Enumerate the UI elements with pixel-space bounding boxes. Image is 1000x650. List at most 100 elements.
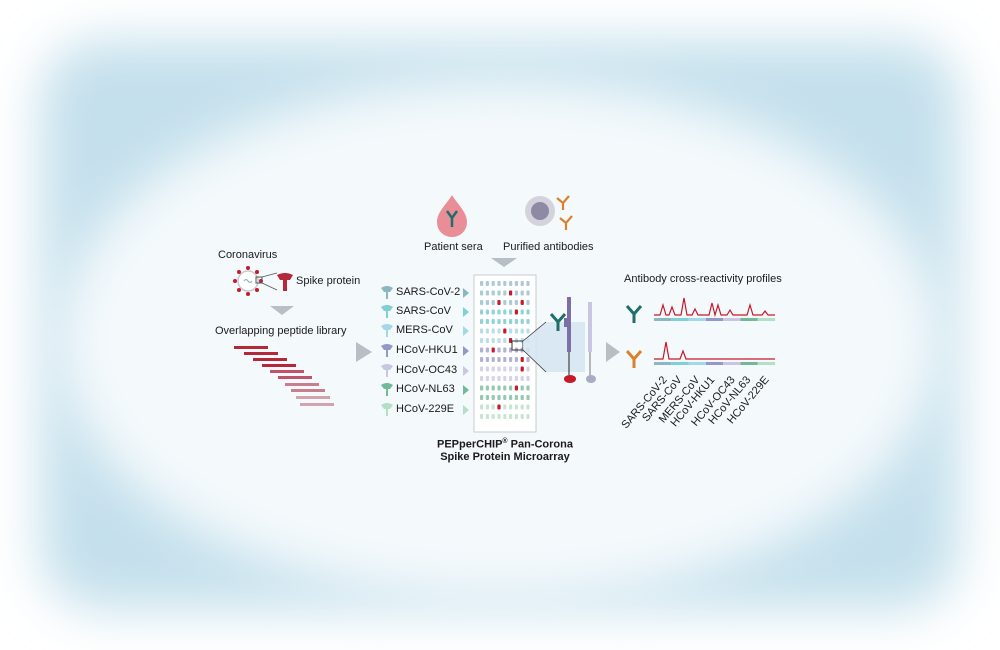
microarray-spot	[503, 404, 507, 410]
microarray-spot	[497, 366, 501, 372]
microarray-spot	[497, 309, 501, 315]
microarray-spot	[514, 281, 518, 286]
microarray-spot	[497, 338, 501, 343]
strain-label: MERS-CoV	[396, 324, 453, 336]
microarray-spot	[509, 385, 513, 391]
microarray-spot	[491, 300, 495, 305]
microarray-spot	[480, 404, 484, 410]
microarray-subtitle: Spike Protein Microarray	[440, 450, 570, 463]
spike-icon	[381, 324, 393, 337]
arrow-down-icon	[491, 258, 517, 267]
microarray-title-suffix: Pan-Corona	[507, 438, 573, 451]
patient-sera-label: Patient sera	[424, 241, 483, 253]
antibody-icon	[549, 313, 567, 331]
arrow-right-icon	[606, 342, 620, 362]
strain-arrow-icon	[463, 288, 469, 298]
microarray-spot	[503, 366, 507, 372]
strain-band	[654, 362, 672, 365]
microarray-spot	[480, 414, 484, 419]
microarray-spot	[485, 404, 489, 410]
microarray-spot	[509, 319, 513, 324]
microarray-spot	[520, 319, 524, 324]
microarray-spot	[497, 347, 501, 353]
microarray-spot	[514, 395, 518, 400]
microarray-spot	[491, 376, 495, 381]
microarray-spot	[520, 300, 524, 305]
strain-band	[705, 362, 724, 365]
microarray-spot	[491, 338, 495, 343]
microarray-spot	[497, 319, 501, 324]
microarray-spot	[520, 395, 524, 400]
strain-band	[723, 318, 741, 321]
microarray-spot	[503, 328, 507, 334]
microarray-spot	[480, 281, 484, 286]
peptide-library-graphic	[234, 346, 334, 406]
microarray-spot	[503, 319, 507, 324]
microarray-chip	[473, 274, 537, 433]
microarray-spot	[526, 328, 530, 334]
microarray-spot	[520, 376, 524, 381]
microarray-spot	[526, 414, 530, 419]
strain-icons	[381, 286, 469, 416]
strain-band	[705, 318, 724, 321]
microarray-spot	[514, 300, 518, 305]
strain-label: SARS-CoV-2	[396, 286, 461, 298]
microarray-spot	[520, 404, 524, 410]
microarray-spot	[485, 347, 489, 353]
spike-icon	[381, 403, 393, 416]
microarray-spot	[509, 347, 513, 353]
microarray-spot	[520, 328, 524, 334]
microarray-spot	[503, 290, 507, 296]
microarray-spot	[497, 404, 501, 410]
microarray-spot	[480, 290, 484, 296]
strain-band	[740, 318, 758, 321]
microarray-spot	[491, 309, 495, 315]
microarray-spot	[485, 385, 489, 391]
microarray-spot	[497, 328, 501, 334]
microarray-spot	[503, 347, 507, 353]
microarray-spot	[509, 290, 513, 296]
strain-arrow-icon	[463, 405, 469, 415]
microarray-spot	[520, 290, 524, 296]
microarray-spot	[497, 395, 501, 400]
microarray-spot	[509, 414, 513, 419]
purified-antibody-icon	[525, 195, 573, 230]
microarray-spot	[509, 376, 513, 381]
microarray-spot	[503, 376, 507, 381]
microarray-spot	[526, 300, 530, 305]
microarray-spot	[497, 290, 501, 296]
microarray-spot	[514, 404, 518, 410]
cross-reactivity-profiles	[654, 297, 776, 365]
microarray-spot	[485, 300, 489, 305]
coronavirus-icon	[233, 266, 278, 296]
microarray-spot	[514, 357, 518, 362]
microarray-spot	[503, 338, 507, 343]
arrow-down-icon	[270, 306, 294, 315]
microarray-spot	[480, 338, 484, 343]
microarray-spot	[526, 357, 530, 362]
strain-label: HCoV-NL63	[396, 383, 455, 395]
strain-label: HCoV-OC43	[396, 364, 458, 376]
microarray-spot	[514, 414, 518, 419]
microarray-spot	[514, 328, 518, 334]
microarray-spot	[526, 404, 530, 410]
microarray-spot	[497, 376, 501, 381]
strain-band	[688, 362, 706, 365]
profiles-title: Antibody cross-reactivity profiles	[624, 273, 782, 285]
spike-icon	[381, 305, 393, 318]
microarray-spot	[503, 414, 507, 419]
strain-band	[757, 362, 776, 365]
microarray-spot	[509, 338, 513, 343]
microarray-spot	[514, 319, 518, 324]
microarray-spot	[520, 357, 524, 362]
strain-arrow-icon	[463, 366, 469, 376]
microarray-spot	[509, 328, 513, 334]
microarray-spot	[514, 290, 518, 296]
microarray-spot	[526, 309, 530, 315]
teal-antibody-icon	[625, 305, 643, 323]
microarray-spot	[497, 300, 501, 305]
microarray-spot	[526, 281, 530, 286]
microarray-spot	[491, 357, 495, 362]
strain-band	[671, 318, 689, 321]
microarray-spot	[503, 395, 507, 400]
